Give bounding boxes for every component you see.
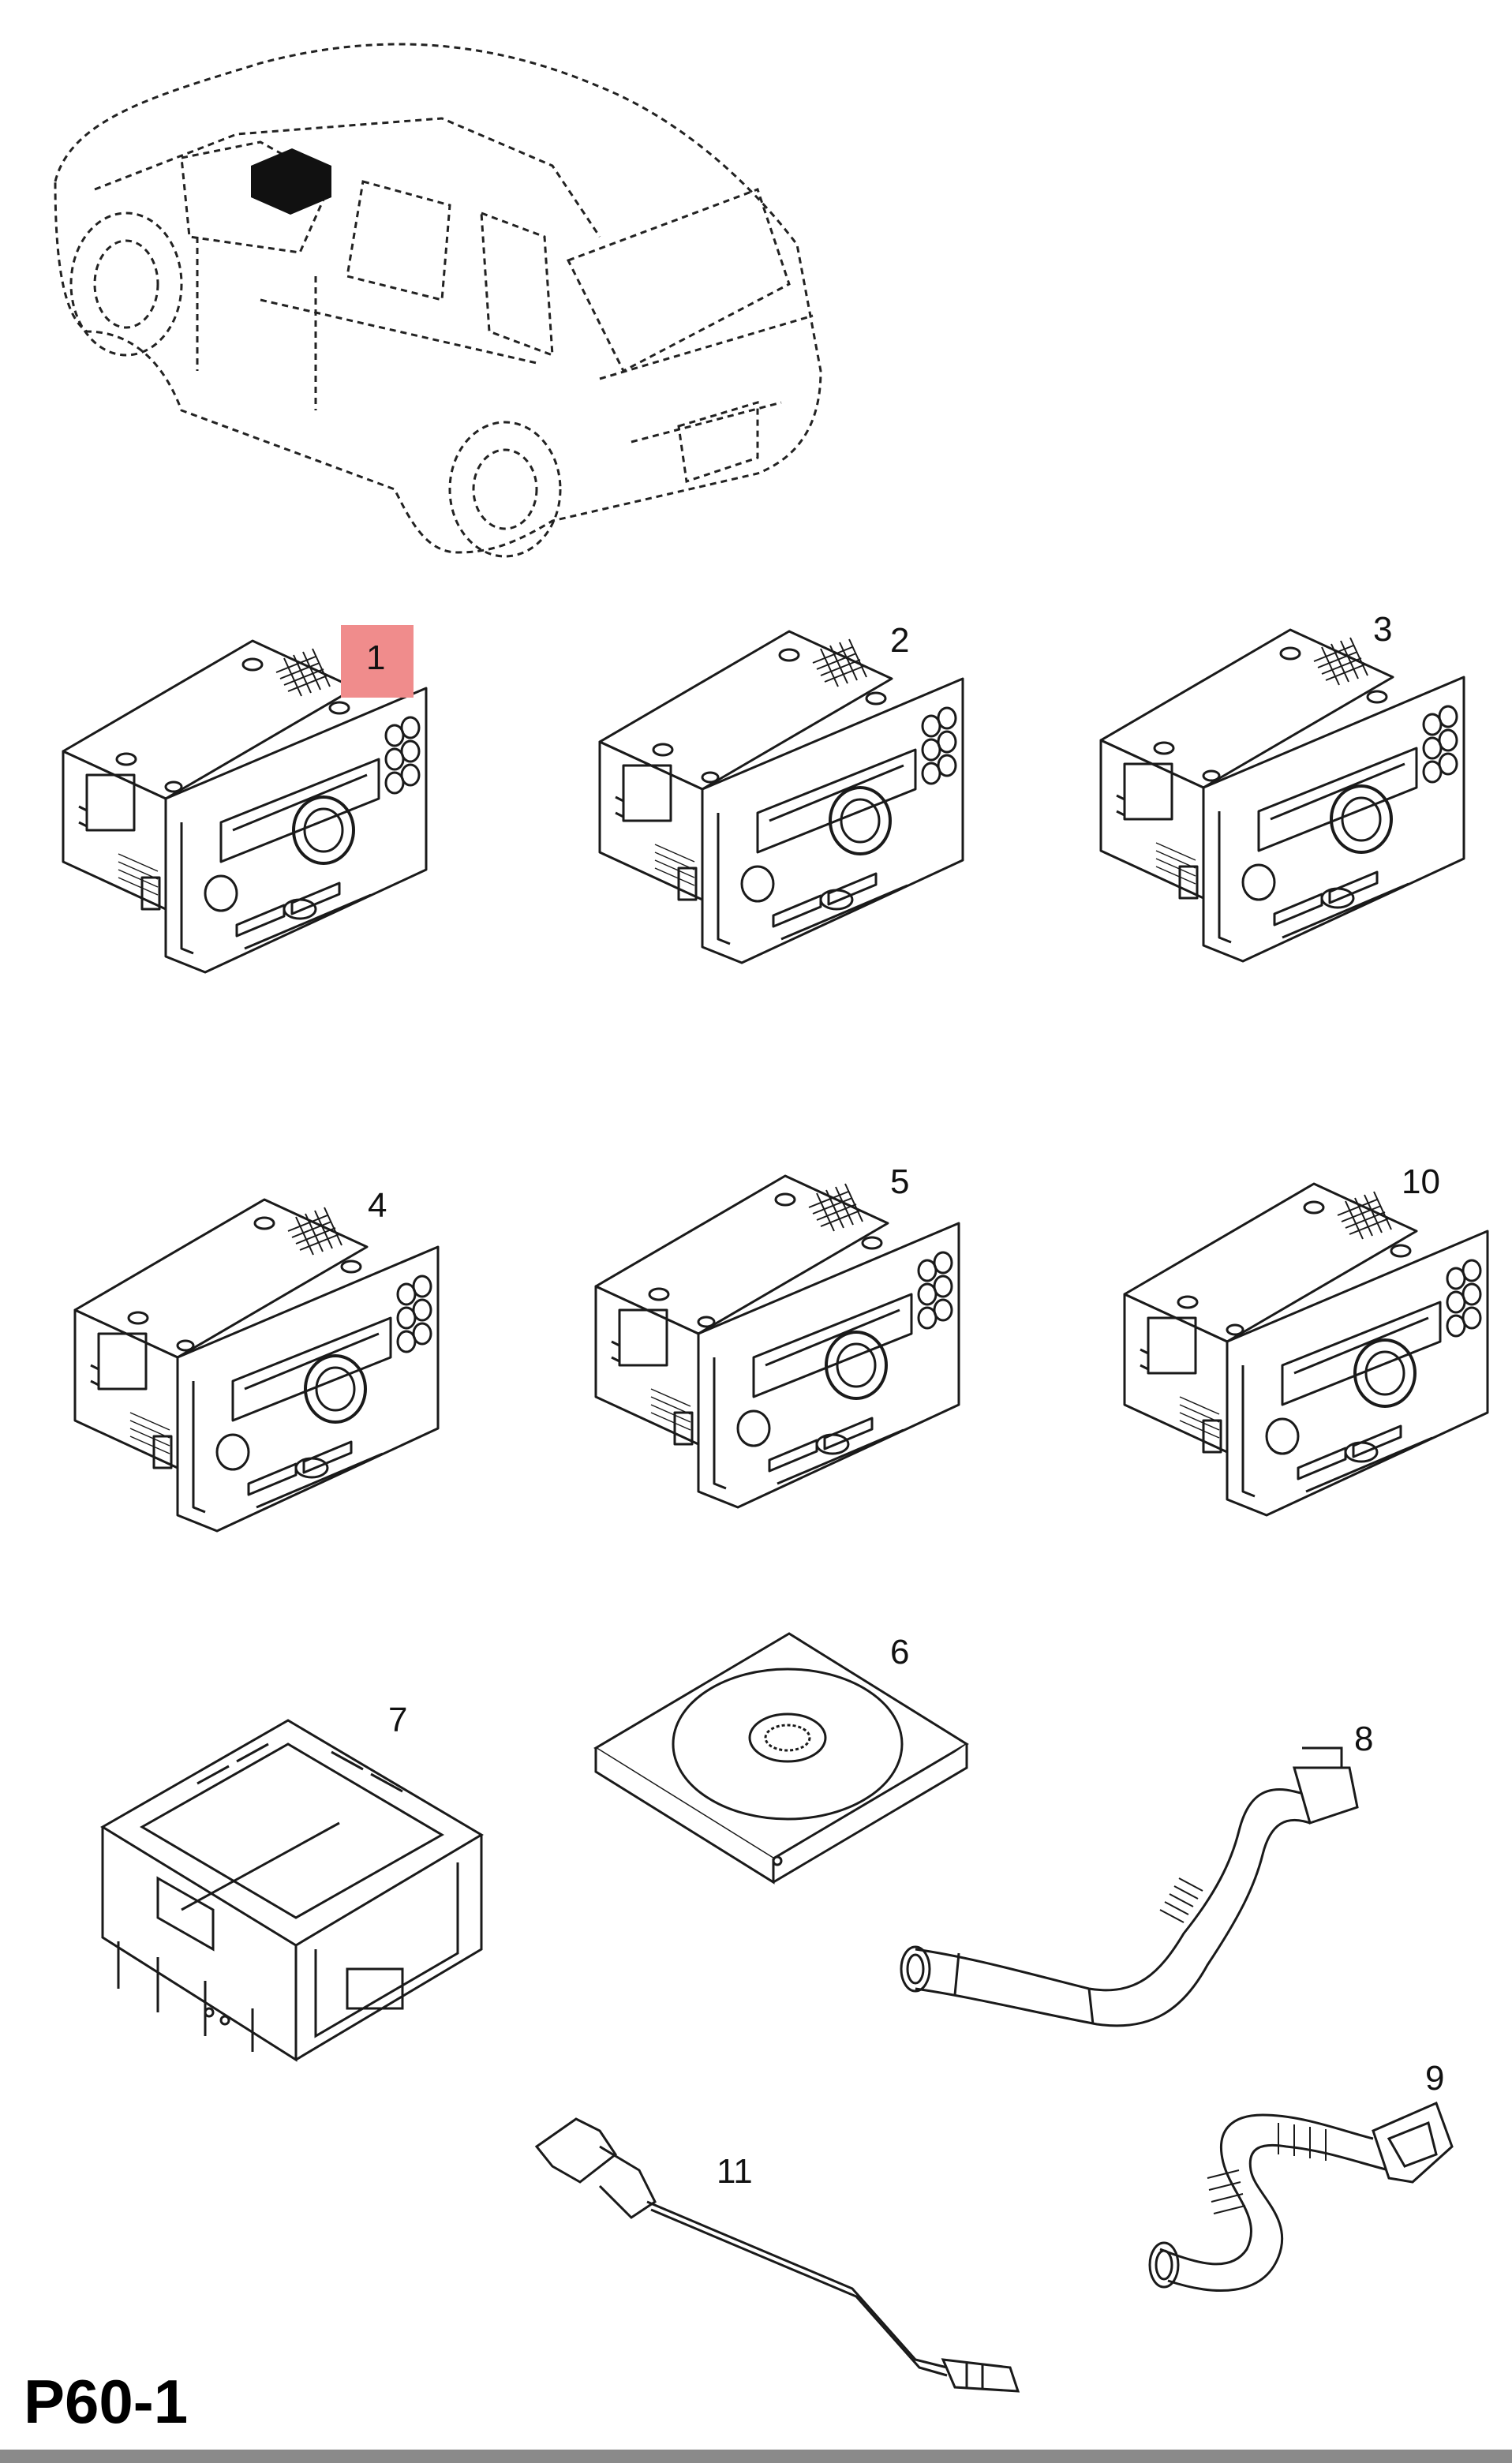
radio-unit-4 (73, 1198, 440, 1533)
radio-unit-10 (1123, 1182, 1489, 1517)
air-hose-8 (900, 1746, 1359, 2027)
part-label-1[interactable]: 1 (366, 638, 386, 677)
radio-unit-5 (594, 1174, 960, 1509)
radio-location-marker (251, 148, 331, 215)
page-code: P60-1 (24, 2367, 189, 2436)
mounting-frame (100, 1719, 484, 2062)
part-label-8[interactable]: 8 (1354, 1720, 1374, 1758)
radio-unit-3 (1099, 628, 1465, 963)
part-label-3[interactable]: 3 (1373, 610, 1393, 649)
part-label-7[interactable]: 7 (388, 1701, 408, 1739)
vehicle-outline (54, 43, 822, 558)
footer-bar (0, 2450, 1512, 2463)
part-label-11[interactable]: 11 (717, 2152, 753, 2191)
radio-unit-2 (598, 630, 964, 964)
highlighted-part-marker (341, 625, 414, 698)
part-label-9[interactable]: 9 (1425, 2059, 1445, 2098)
air-hose-9 (1148, 2101, 1454, 2292)
disc-case (593, 1632, 969, 1885)
part-label-4[interactable]: 4 (368, 1186, 387, 1225)
part-label-5[interactable]: 5 (890, 1162, 910, 1201)
part-label-2[interactable]: 2 (890, 621, 910, 660)
part-label-10[interactable]: 10 (1402, 1162, 1440, 1201)
part-label-6[interactable]: 6 (890, 1633, 910, 1671)
antenna-cable (534, 2117, 1020, 2393)
